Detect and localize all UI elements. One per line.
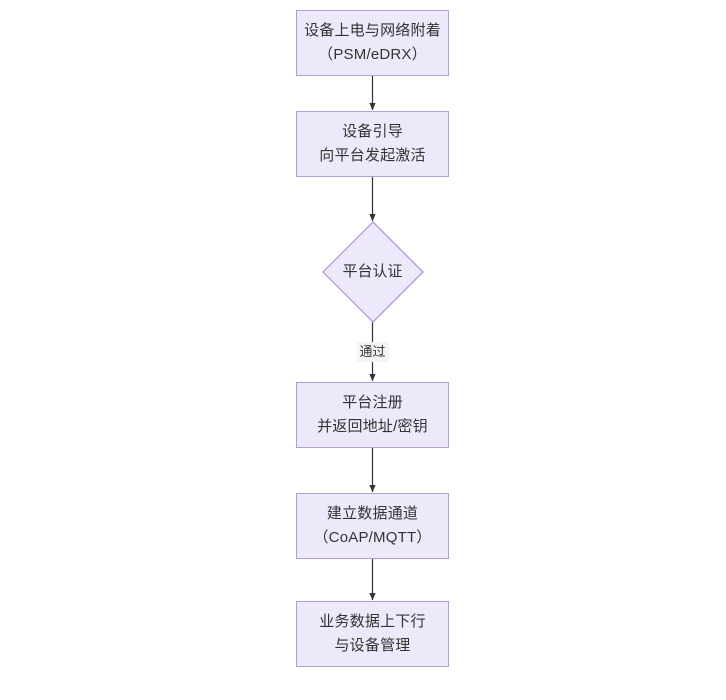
node-line: 平台注册 [342, 394, 403, 411]
node-line: （PSM/eDRX） [318, 46, 427, 63]
node-line: 设备上电与网络附着 [304, 22, 441, 39]
node-line: 并返回地址/密钥 [317, 418, 428, 435]
node-line: 向平台发起激活 [319, 147, 426, 164]
node-line: 业务数据上下行 [319, 613, 426, 630]
node-line: 建立数据通道 [326, 505, 419, 522]
node-line: （CoAP/MQTT） [313, 529, 432, 546]
edge-label-pass: 通过 [356, 342, 389, 362]
node-device-bootstrap[interactable]: 设备引导 向平台发起激活 [296, 111, 449, 177]
node-line: 设备引导 [342, 123, 403, 140]
node-business-data-and-device-mgmt[interactable]: 业务数据上下行 与设备管理 [296, 601, 449, 667]
node-line: 平台认证 [342, 263, 403, 280]
edge-label-text: 通过 [359, 344, 386, 359]
node-platform-auth-decision[interactable]: 平台认证 [321, 221, 424, 323]
node-line: 与设备管理 [334, 637, 411, 654]
node-device-power-on[interactable]: 设备上电与网络附着 （PSM/eDRX） [296, 10, 449, 76]
node-platform-register[interactable]: 平台注册 并返回地址/密钥 [296, 382, 449, 448]
diamond-shape [321, 221, 424, 323]
diamond-label-wrap: 平台认证 [322, 221, 424, 323]
node-establish-data-channel[interactable]: 建立数据通道 （CoAP/MQTT） [296, 493, 449, 559]
